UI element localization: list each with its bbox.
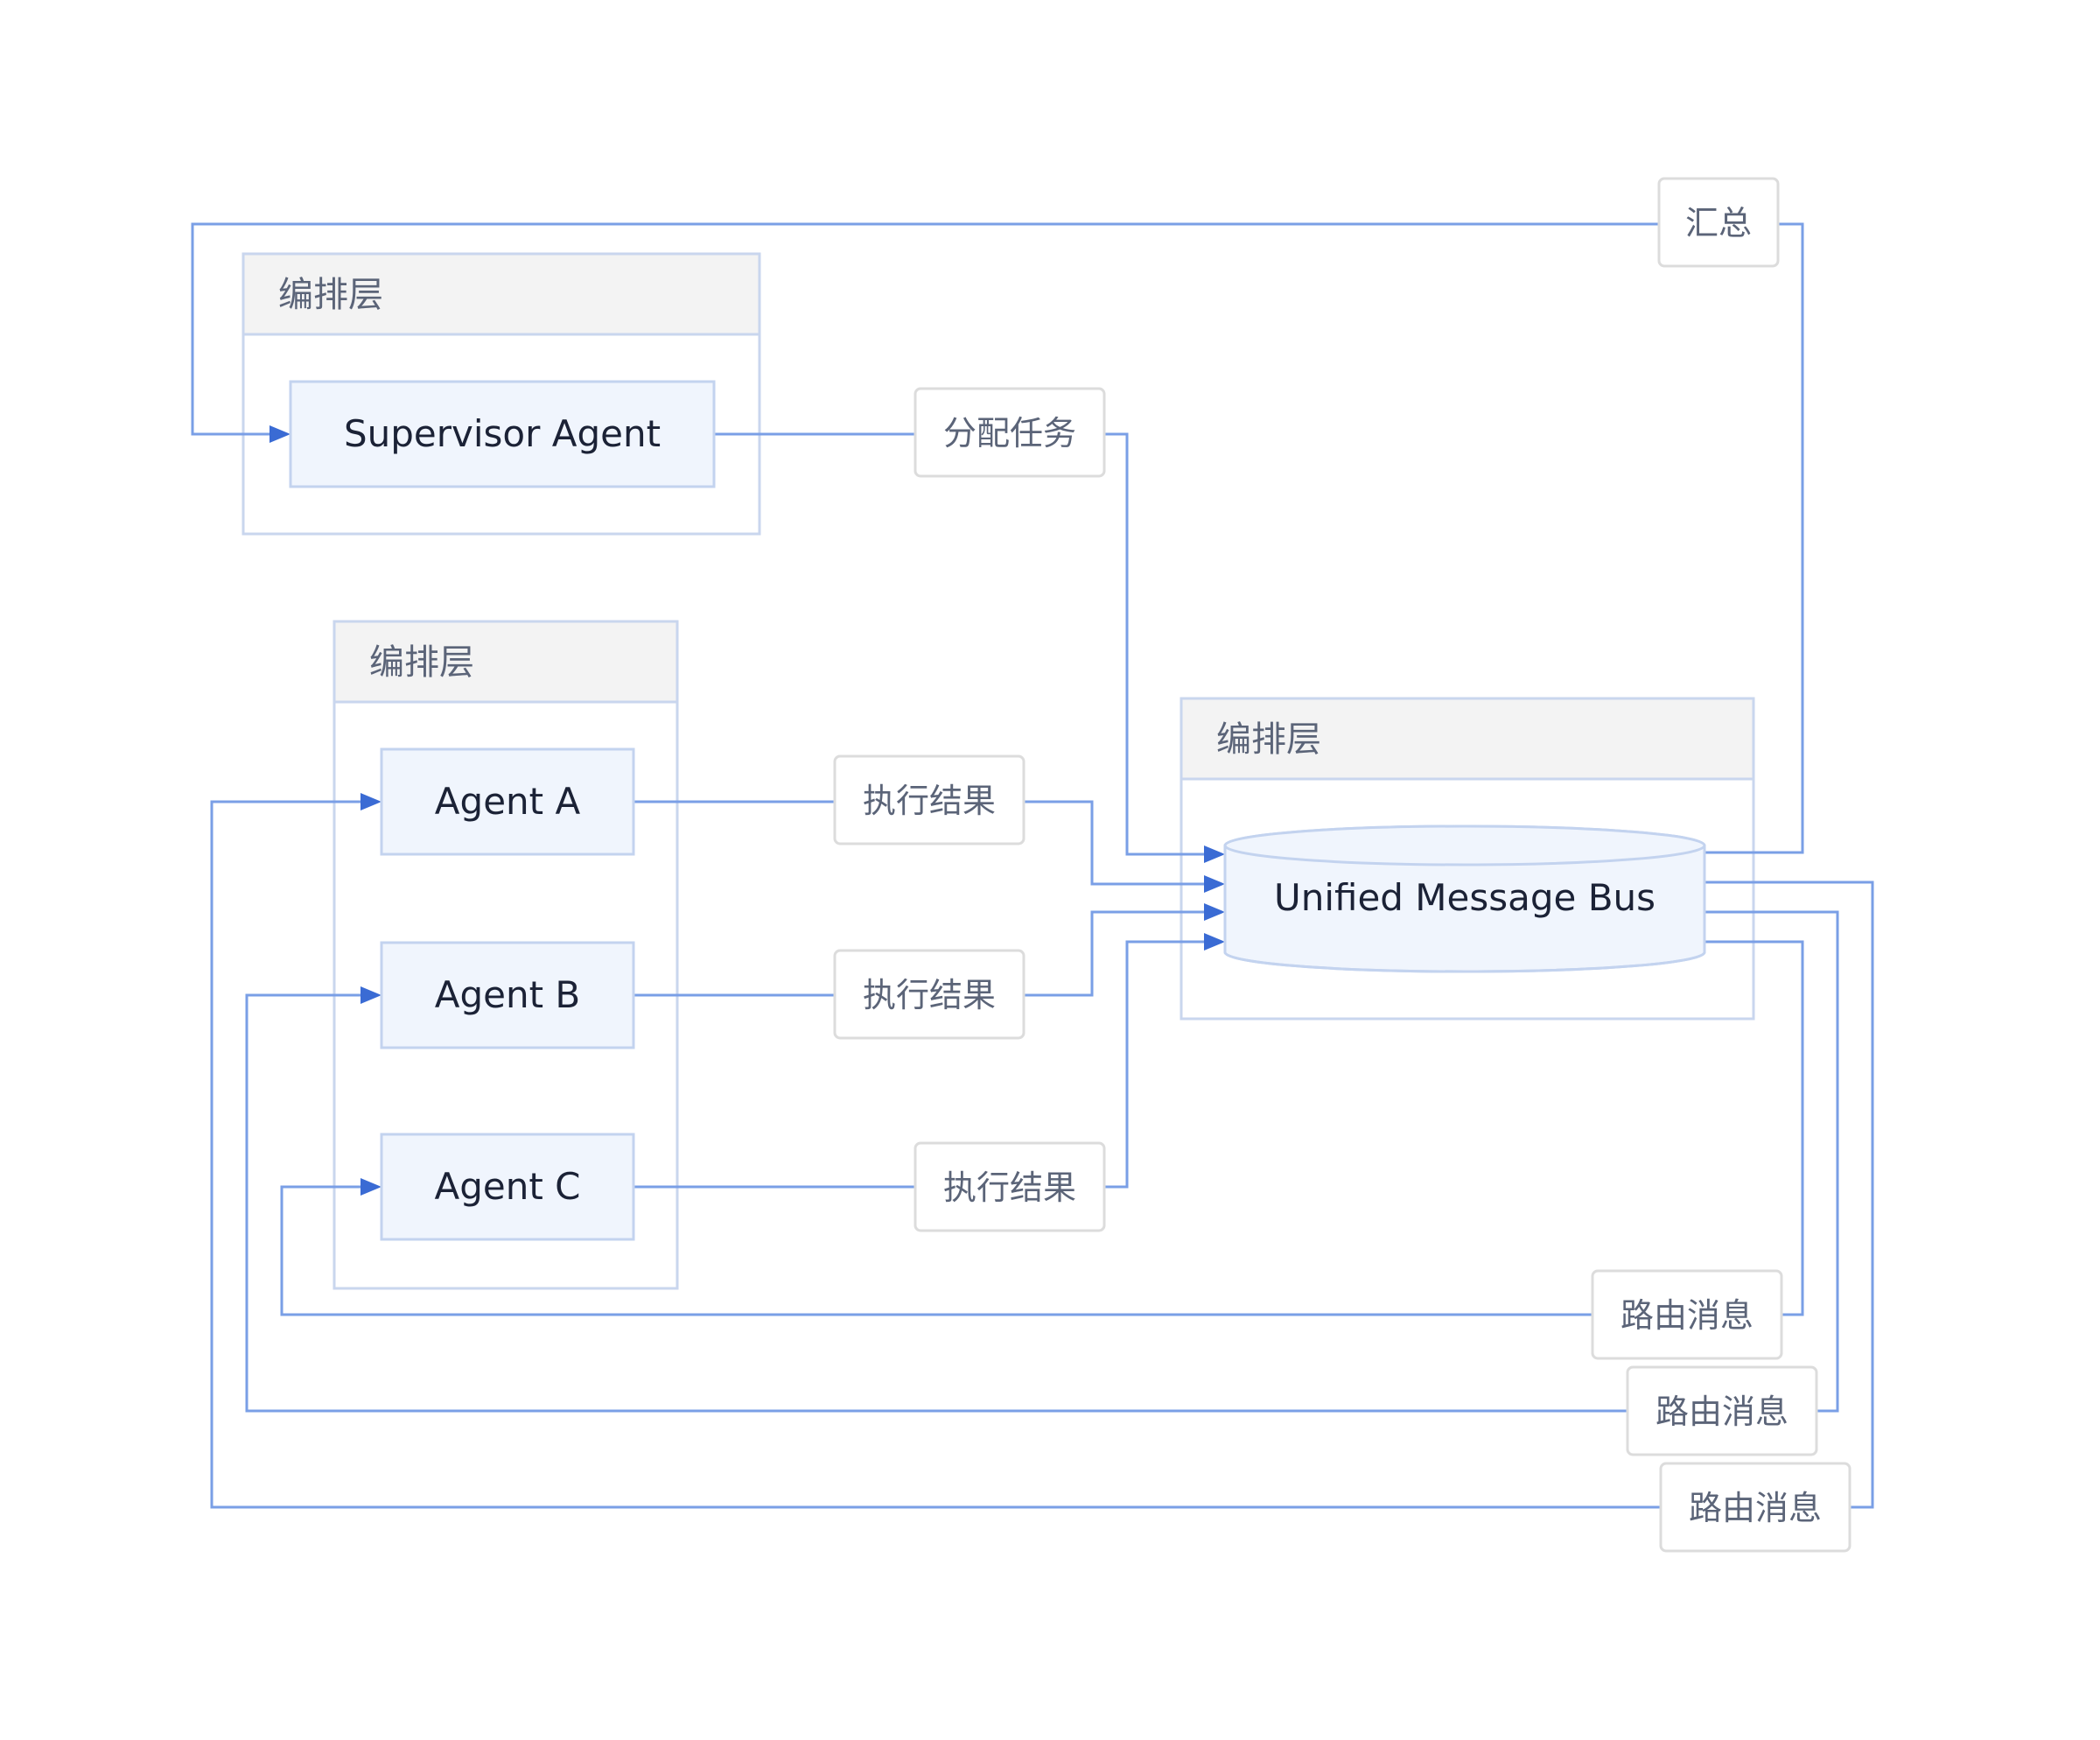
edge-route-c: [280, 940, 1804, 1316]
edge-label-route-c: 路由消息: [1591, 1269, 1783, 1360]
edge-label-route-a: 路由消息: [1659, 1462, 1852, 1553]
arrowhead-agent-b: [360, 986, 382, 1004]
edge-label-route-b: 路由消息: [1626, 1365, 1818, 1456]
arrowhead-bus-4: [1204, 933, 1225, 951]
edge-label-aggregate: 汇总: [1657, 177, 1780, 268]
svg-text:执行结果: 执行结果: [863, 782, 996, 820]
edge-label-result-c: 执行结果: [914, 1141, 1106, 1232]
svg-text:路由消息: 路由消息: [1656, 1393, 1788, 1431]
node-supervisor-agent-label: Supervisor Agent: [344, 412, 661, 455]
svg-text:分配任务: 分配任务: [943, 414, 1076, 453]
node-agent-b[interactable]: Agent B: [380, 941, 635, 1049]
svg-text:汇总: 汇总: [1685, 204, 1752, 242]
arrowhead-agent-a: [360, 793, 382, 810]
arrowhead-bus-3: [1204, 903, 1225, 921]
edge-route-a: [210, 800, 1874, 1509]
node-agent-c[interactable]: Agent C: [380, 1133, 635, 1241]
group-bus-title: 编排层: [1216, 719, 1321, 760]
group-orchestration-title: 编排层: [278, 275, 383, 315]
edge-label-result-b: 执行结果: [833, 949, 1026, 1040]
node-supervisor-agent[interactable]: Supervisor Agent: [289, 380, 716, 488]
node-message-bus[interactable]: Unified Message Bus: [1223, 824, 1706, 973]
node-message-bus-label: Unified Message Bus: [1274, 876, 1656, 919]
group-agents-title: 编排层: [369, 642, 474, 683]
node-agent-a[interactable]: Agent A: [380, 747, 635, 856]
edge-route-b: [245, 910, 1839, 1413]
svg-text:执行结果: 执行结果: [863, 976, 996, 1014]
arrowhead-agent-c: [360, 1178, 382, 1196]
svg-text:路由消息: 路由消息: [1689, 1489, 1822, 1527]
svg-text:路由消息: 路由消息: [1620, 1296, 1754, 1335]
edge-label-assign: 分配任务: [914, 387, 1106, 478]
edge-label-result-a: 执行结果: [833, 754, 1026, 845]
edge-aggregate: [191, 222, 1804, 854]
arrowhead-bus-1: [1204, 845, 1225, 863]
arrowhead-bus-2: [1204, 875, 1225, 893]
node-agent-c-label: Agent C: [435, 1165, 581, 1208]
node-agent-b-label: Agent B: [435, 973, 580, 1016]
svg-text:执行结果: 执行结果: [943, 1168, 1076, 1207]
arrowhead-supervisor: [270, 425, 290, 443]
node-agent-a-label: Agent A: [435, 780, 581, 823]
